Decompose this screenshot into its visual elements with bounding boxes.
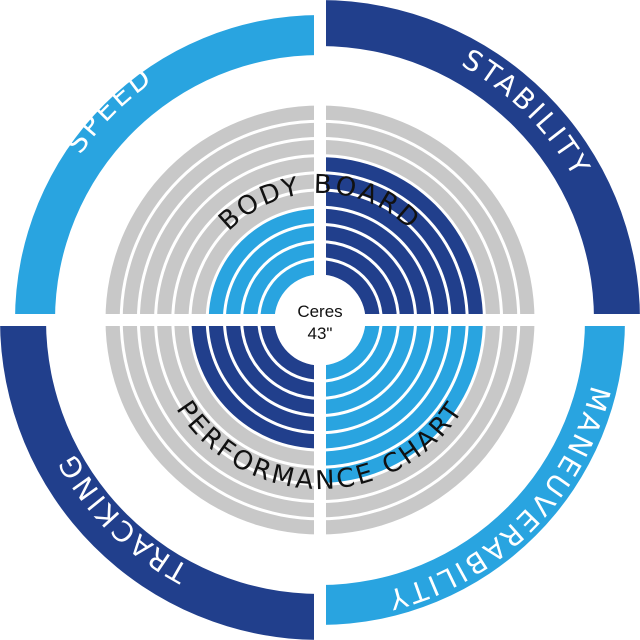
rating-ring-stability-3 — [320, 225, 415, 320]
rating-ring-tracking-9 — [122, 320, 320, 518]
rating-ring-tracking-5 — [191, 320, 320, 449]
center-hub — [280, 280, 360, 360]
category-label-stability: STABILITY — [457, 42, 598, 183]
rating-ring-speed-7 — [157, 157, 320, 320]
rating-ring-tracking-10 — [105, 320, 320, 535]
rating-ring-maneuverability-8 — [320, 320, 501, 501]
rating-ring-speed-8 — [139, 139, 320, 320]
rating-ring-maneuverability-5 — [320, 320, 449, 449]
center-model-name: Ceres — [297, 302, 342, 321]
rating-ring-tracking-7 — [157, 320, 320, 483]
rating-ring-stability-6 — [320, 174, 466, 320]
rating-ring-stability-8 — [320, 139, 501, 320]
rating-ring-maneuverability-1 — [320, 320, 380, 380]
rating-ring-speed-5 — [191, 191, 320, 320]
rating-ring-maneuverability-3 — [320, 320, 415, 415]
rating-ring-stability-1 — [320, 260, 380, 320]
rating-ring-speed-3 — [225, 225, 320, 320]
rating-ring-maneuverability-2 — [320, 320, 397, 397]
rating-ring-maneuverability-4 — [320, 320, 432, 432]
rating-ring-stability-10 — [320, 105, 535, 320]
rating-ring-stability-2 — [320, 243, 397, 320]
rating-ring-maneuverability-10 — [320, 320, 535, 535]
category-ring-speed — [15, 15, 320, 320]
rating-ring-tracking-8 — [139, 320, 320, 501]
rating-ring-stability-7 — [320, 157, 483, 320]
category-ring-maneuverability — [320, 320, 625, 625]
center-model-size: 43" — [308, 324, 333, 343]
category-ring-stability — [320, 0, 640, 320]
rating-rings — [105, 105, 535, 535]
rating-ring-speed-2 — [243, 243, 320, 320]
rating-ring-tracking-3 — [225, 320, 320, 415]
rating-ring-stability-9 — [320, 122, 518, 320]
rating-ring-maneuverability-7 — [320, 320, 483, 483]
rating-ring-speed-9 — [122, 122, 320, 320]
rating-ring-speed-6 — [174, 174, 320, 320]
rating-ring-tracking-4 — [208, 320, 320, 432]
rating-ring-tracking-1 — [260, 320, 320, 380]
rating-ring-tracking-6 — [174, 320, 320, 466]
rating-ring-maneuverability-9 — [320, 320, 518, 518]
rating-ring-stability-4 — [320, 208, 432, 320]
rating-ring-speed-4 — [208, 208, 320, 320]
rating-ring-stability-5 — [320, 191, 449, 320]
rating-ring-speed-10 — [105, 105, 320, 320]
rating-ring-maneuverability-6 — [320, 320, 466, 466]
rating-ring-tracking-2 — [243, 320, 320, 397]
rating-ring-speed-1 — [260, 260, 320, 320]
category-ring-tracking — [0, 320, 320, 640]
